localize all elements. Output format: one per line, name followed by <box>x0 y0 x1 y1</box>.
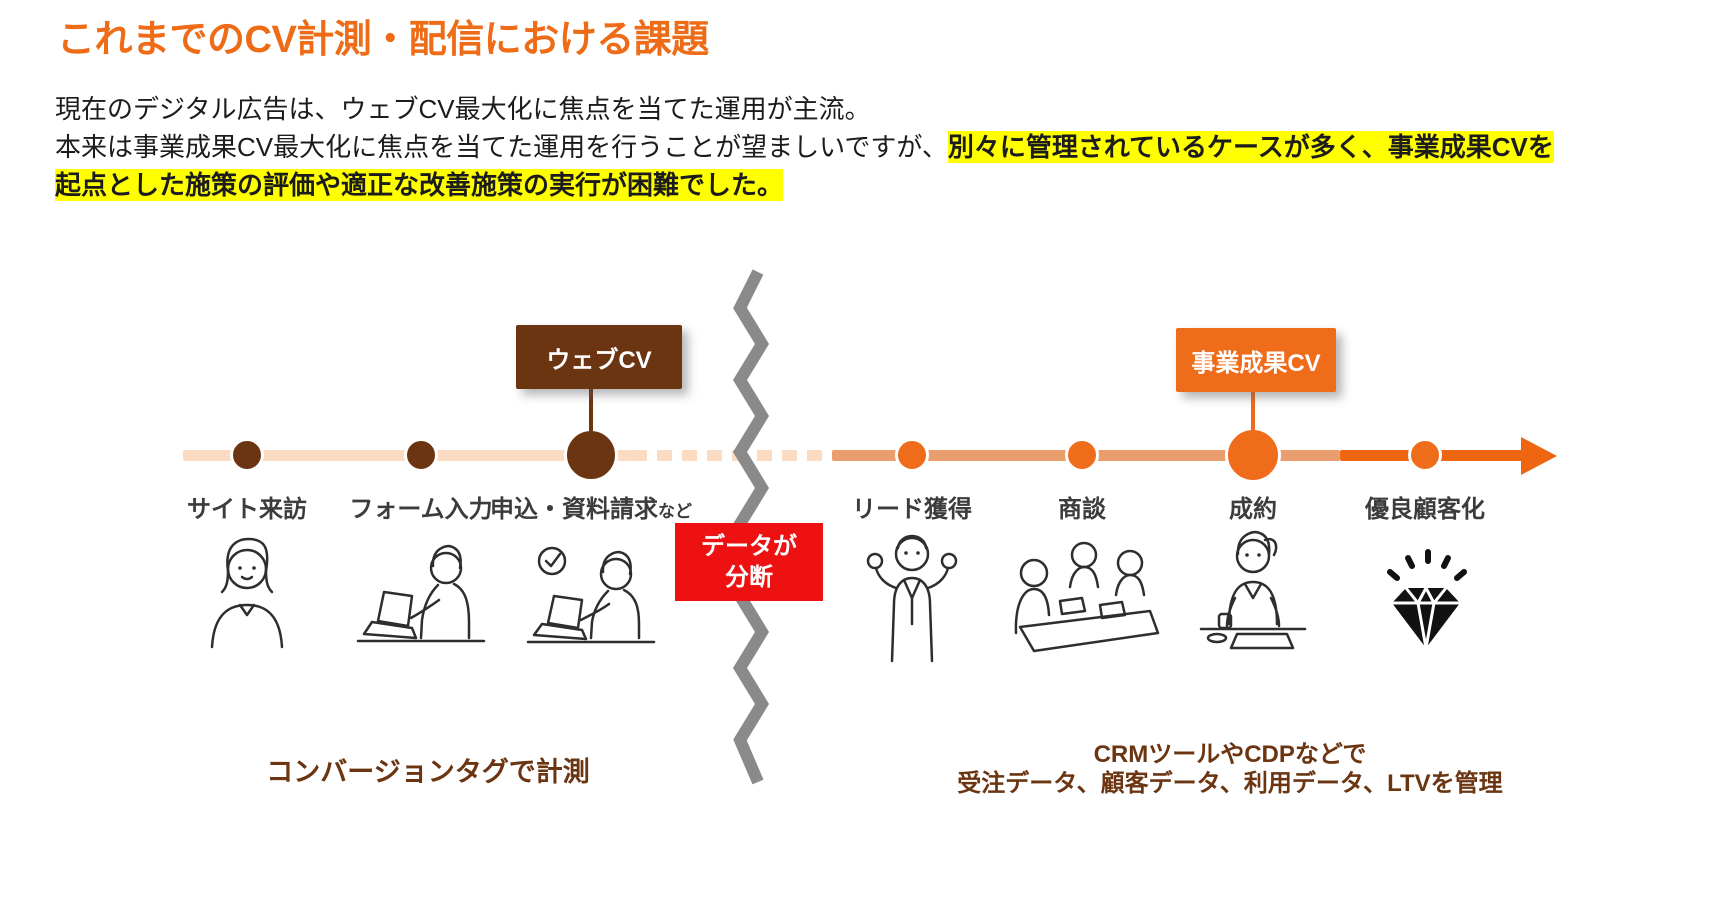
dot-application <box>564 428 618 482</box>
caption-right-line-1: CRMツールやCDPなどで <box>1093 741 1367 768</box>
stage-label-application-suffix: など <box>658 502 692 521</box>
web-cv-callout: ウェブCV <box>516 325 682 389</box>
caption-right-line-2: 受注データ、顧客データ、利用データ、LTVを管理 <box>957 770 1503 797</box>
woman-visitor-icon <box>202 535 292 650</box>
highlighted-text: 別々に管理されているケースが多く、事業成果CVを <box>947 131 1554 163</box>
stage-label-application-main: 申込・資料請求 <box>490 496 658 523</box>
intro-paragraph: 現在のデジタル広告は、ウェブCV最大化に焦点を当てた運用が主流。 本来は事業成果… <box>55 90 1715 204</box>
business-meeting-icon <box>1002 535 1162 655</box>
web-cv-connector <box>589 389 593 431</box>
stage-label-contract: 成約 <box>1229 496 1277 523</box>
stage-label-lead-acquisition: リード獲得 <box>852 496 972 523</box>
business-cv-connector <box>1251 392 1255 430</box>
data-break-badge: データが 分断 <box>675 523 823 601</box>
stage-label-application: 申込・資料請求など <box>461 489 721 524</box>
intro-line-1: 現在のデジタル広告は、ウェブCV最大化に焦点を当てた運用が主流。 <box>55 90 1715 128</box>
stage-label-negotiation: 商談 <box>1058 496 1106 523</box>
page-title: これまでのCV計測・配信における課題 <box>57 19 709 61</box>
dot-negotiation <box>1065 438 1099 472</box>
intro-line-2: 本来は事業成果CV最大化に焦点を当てた運用を行うことが望ましいですが、別々に管理… <box>55 128 1715 166</box>
cheering-businessman-icon <box>862 528 962 663</box>
stage-label-form-input: フォーム入力 <box>349 496 493 523</box>
timeline-arrow-icon <box>1521 437 1557 475</box>
caption-left-measurement: コンバージョンタグで計測 <box>266 757 590 787</box>
dot-site-visit <box>230 438 264 472</box>
timeline-dashed-line <box>632 450 822 461</box>
stage-label-site-visit: サイト来訪 <box>187 496 307 523</box>
caption-right-crm: CRMツールやCDPなどで 受注データ、顧客データ、利用データ、LTVを管理 <box>910 740 1550 798</box>
highlighted-text: 起点とした施策の評価や適正な改善施策の実行が困難でした。 <box>55 169 784 201</box>
dot-lead-acquisition <box>895 438 929 472</box>
data-break-line-1: データが <box>701 533 797 560</box>
intro-line-1-text: 現在のデジタル広告は、ウェブCV最大化に焦点を当てた運用が主流。 <box>55 94 871 124</box>
person-typing-laptop-icon <box>354 542 489 652</box>
stage-label-loyal-customer: 優良顧客化 <box>1365 496 1485 523</box>
diamond-icon <box>1378 548 1473 653</box>
data-break-line-2: 分断 <box>725 564 773 591</box>
dot-contract <box>1225 427 1281 483</box>
person-laptop-check-icon <box>524 542 659 652</box>
dot-form-input <box>404 438 438 472</box>
intro-line-3: 起点とした施策の評価や適正な改善施策の実行が困難でした。 <box>55 166 1715 204</box>
dot-loyal-customer <box>1408 438 1442 472</box>
intro-line-2-text: 本来は事業成果CV最大化に焦点を当てた運用を行うことが望ましいですが、 <box>55 132 948 162</box>
woman-signing-contract-icon <box>1193 528 1313 663</box>
business-cv-callout: 事業成果CV <box>1176 328 1336 392</box>
